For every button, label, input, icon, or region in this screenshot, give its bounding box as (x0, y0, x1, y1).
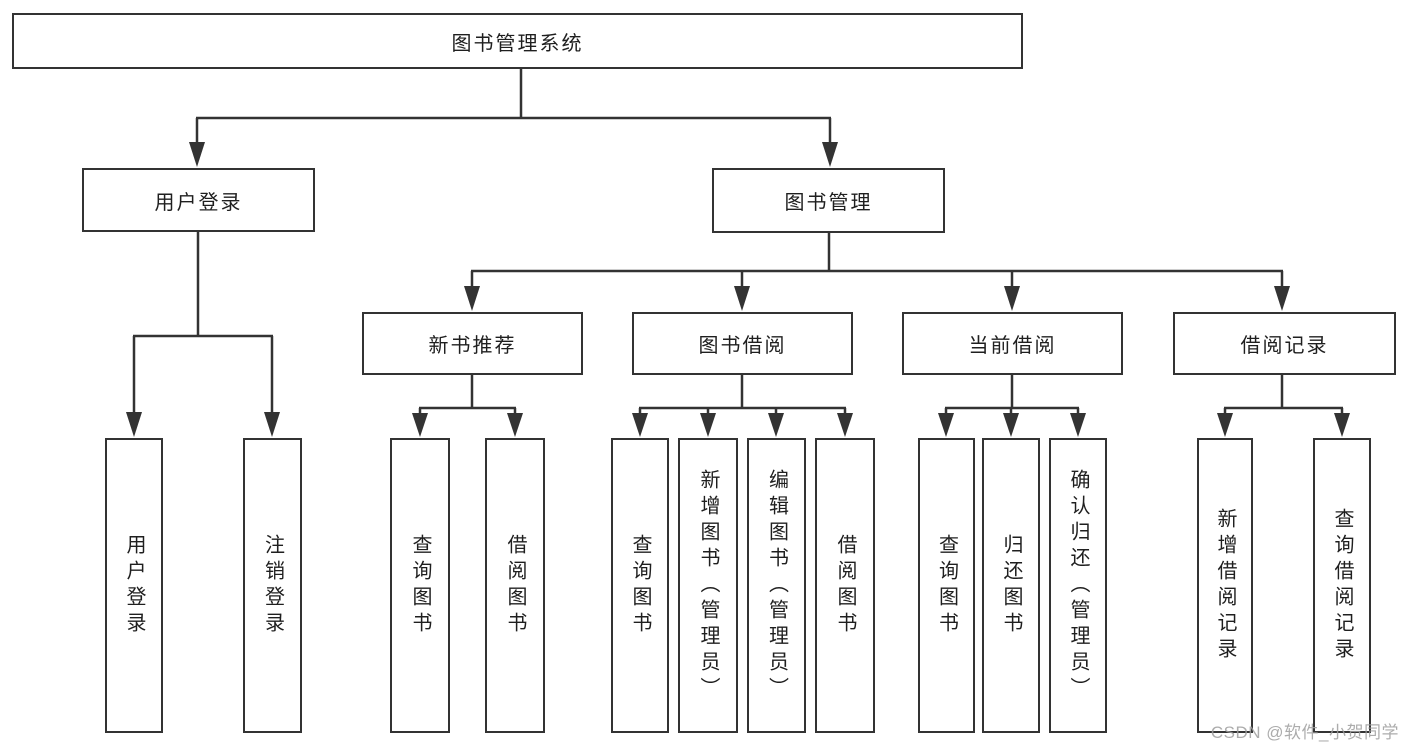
arrow-down-icon (734, 286, 750, 311)
node-book-management: 图书管理 (712, 168, 945, 233)
node-borrow-records: 借阅记录 (1173, 312, 1396, 375)
node-label: 借阅图书 (504, 533, 526, 638)
node-user-login: 用户登录 (82, 168, 315, 232)
arrow-down-icon (837, 413, 853, 437)
node-label: 查询图书 (409, 533, 431, 638)
node-label: 图书管理 (784, 192, 873, 214)
node-label: 注销登录 (261, 533, 284, 638)
node-label: 图书管理系统 (451, 32, 584, 55)
arrow-down-icon (126, 412, 142, 437)
leaf-user-login: 用户登录 (105, 438, 163, 733)
node-label: 新增图书（管理员） (697, 468, 719, 703)
node-label: 新书推荐 (428, 335, 517, 357)
node-label: 图书借阅 (698, 335, 787, 357)
arrow-down-icon (1070, 413, 1086, 437)
arrow-down-icon (700, 413, 716, 437)
node-label: 新增借阅记录 (1214, 507, 1236, 664)
node-label: 确认归还（管理员） (1067, 468, 1089, 703)
node-label: 查询图书 (935, 533, 958, 638)
arrow-down-icon (768, 413, 784, 437)
leaf-add-borrow-record: 新增借阅记录 (1197, 438, 1253, 733)
arrow-down-icon (938, 413, 954, 437)
leaf-logout: 注销登录 (243, 438, 302, 733)
node-label: 编辑图书（管理员） (765, 468, 788, 703)
leaf-confirm-return-admin: 确认归还（管理员） (1049, 438, 1107, 733)
node-label: 查询借阅记录 (1331, 507, 1353, 664)
node-label: 归还图书 (1000, 533, 1022, 638)
arrow-down-icon (1003, 413, 1019, 437)
leaf-query-books-current: 查询图书 (918, 438, 975, 733)
leaf-query-books-recommend: 查询图书 (390, 438, 450, 733)
leaf-edit-book-admin: 编辑图书（管理员） (747, 438, 806, 733)
node-root: 图书管理系统 (12, 13, 1023, 69)
arrow-down-icon (1217, 413, 1233, 437)
node-label: 借阅图书 (834, 533, 856, 638)
arrow-down-icon (412, 413, 428, 437)
arrow-down-icon (1274, 286, 1290, 311)
node-new-book-recommend: 新书推荐 (362, 312, 583, 375)
arrow-down-icon (1004, 286, 1020, 311)
arrow-down-icon (632, 413, 648, 437)
node-current-borrow: 当前借阅 (902, 312, 1123, 375)
leaf-add-book-admin: 新增图书（管理员） (678, 438, 738, 733)
node-label: 借阅记录 (1240, 335, 1329, 357)
arrow-down-icon (507, 413, 523, 437)
arrow-down-icon (264, 412, 280, 437)
leaf-query-books-borrow: 查询图书 (611, 438, 669, 733)
node-label: 用户登录 (154, 191, 243, 214)
node-label: 查询图书 (629, 533, 651, 638)
arrow-down-icon (464, 286, 480, 311)
node-label: 用户登录 (123, 533, 145, 638)
watermark: CSDN @软件_小贺同学 (1210, 723, 1399, 742)
arrow-down-icon (822, 142, 838, 167)
arrow-down-icon (189, 142, 205, 167)
leaf-return-books: 归还图书 (982, 438, 1040, 733)
leaf-borrow-books-recommend: 借阅图书 (485, 438, 545, 733)
node-book-borrow: 图书借阅 (632, 312, 853, 375)
leaf-query-borrow-record: 查询借阅记录 (1313, 438, 1371, 733)
node-label: 当前借阅 (968, 335, 1057, 357)
leaf-borrow-books: 借阅图书 (815, 438, 875, 733)
arrow-down-icon (1334, 413, 1350, 437)
